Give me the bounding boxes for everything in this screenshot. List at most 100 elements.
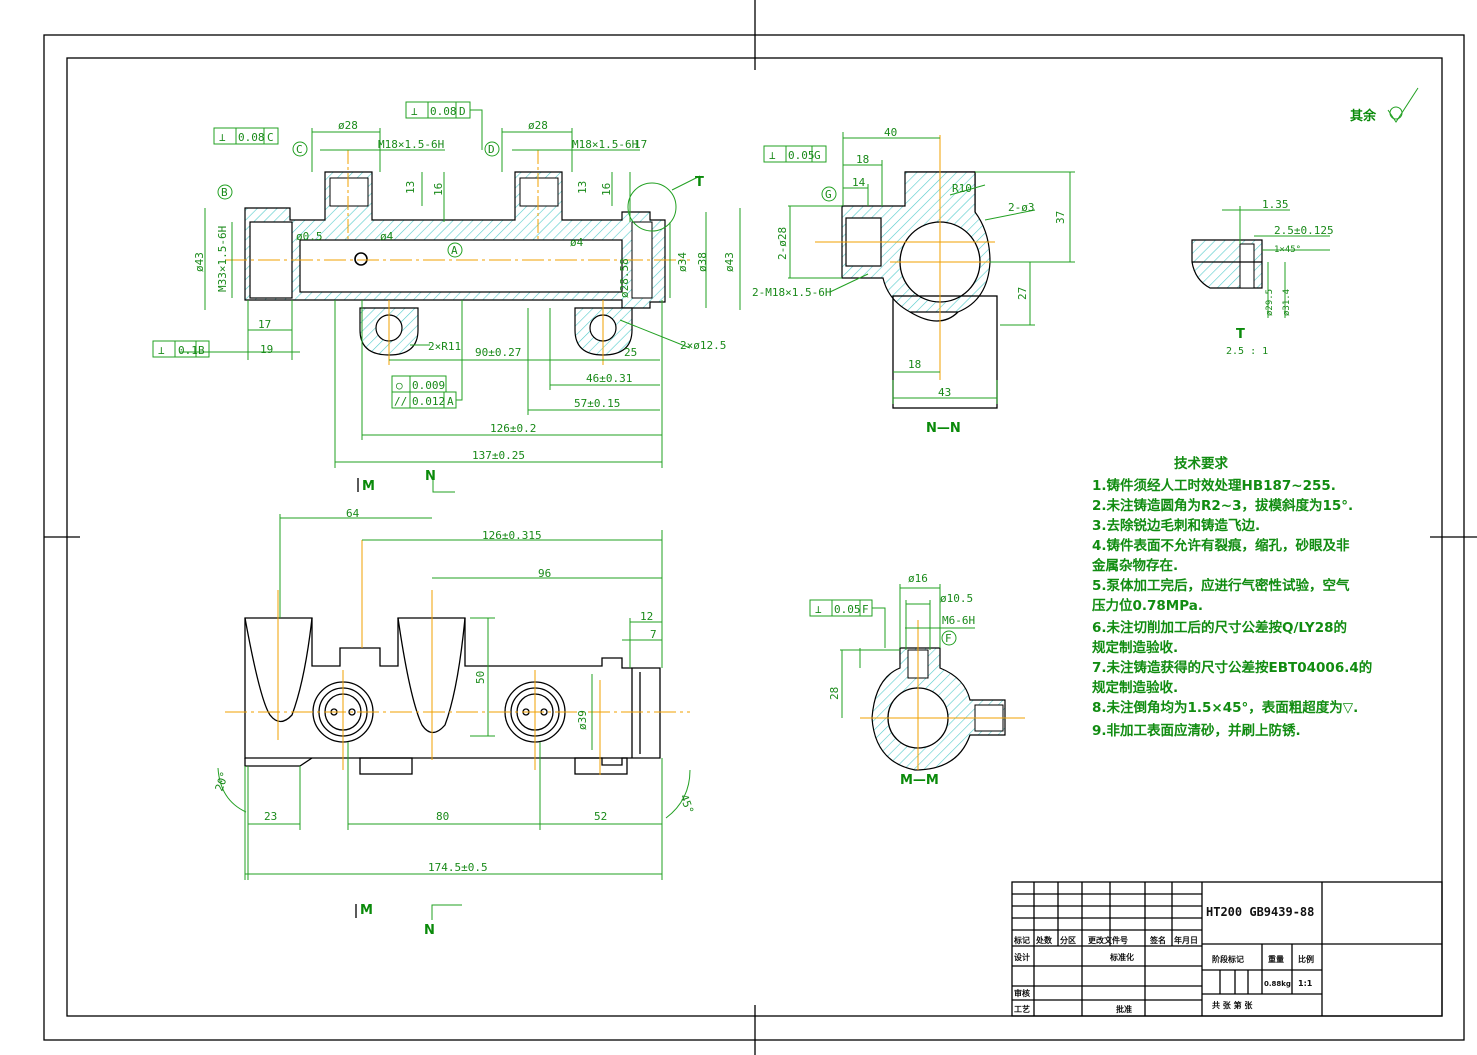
svg-text:金属杂物存在.: 金属杂物存在. — [1091, 557, 1178, 574]
tol-frame-g: ⊥ 0.05 G G — [763, 145, 837, 202]
svg-text:标记: 标记 — [1013, 935, 1030, 945]
svg-text:审核: 审核 — [1014, 988, 1030, 998]
svg-text:3.去除锐边毛刺和铸造飞边.: 3.去除锐边毛刺和铸造飞边. — [1092, 517, 1260, 534]
svg-text:6.未注切削加工后的尺寸公差按Q/LY28的: 6.未注切削加工后的尺寸公差按Q/LY28的 — [1092, 619, 1347, 636]
svg-text:ø16: ø16 — [908, 572, 928, 585]
main-view: T ⊥ — [152, 101, 741, 494]
svg-text:共 张 第 张: 共 张 第 张 — [1212, 1000, 1253, 1010]
svg-text:批准: 批准 — [1116, 1004, 1132, 1014]
svg-text:57±0.15: 57±0.15 — [574, 397, 620, 410]
svg-text:ø0.5: ø0.5 — [296, 230, 323, 243]
svg-text:F: F — [945, 632, 952, 645]
svg-text:M6-6H: M6-6H — [942, 614, 975, 627]
svg-text:137±0.25: 137±0.25 — [472, 449, 525, 462]
svg-text:ø43: ø43 — [193, 252, 206, 272]
tol-frame-round: ○ 0.009 // 0.012 A — [391, 300, 463, 409]
svg-text:174.5±0.5: 174.5±0.5 — [428, 861, 488, 874]
svg-text:G: G — [825, 188, 832, 201]
svg-text:比例: 比例 — [1298, 954, 1314, 964]
svg-text:0.08: 0.08 — [238, 131, 265, 144]
svg-text:90±0.27: 90±0.27 — [475, 346, 521, 359]
svg-text:D: D — [488, 143, 495, 156]
svg-text:2×ø12.5: 2×ø12.5 — [680, 339, 726, 352]
svg-text:8.未注倒角均为1.5×45°，表面粗超度为▽.: 8.未注倒角均为1.5×45°，表面粗超度为▽. — [1092, 699, 1358, 716]
svg-text:规定制造验收.: 规定制造验收. — [1092, 679, 1178, 696]
svg-text:50: 50 — [474, 671, 487, 684]
tol-frame-b: ⊥ 0.1 B — [152, 340, 210, 358]
svg-text:D: D — [459, 105, 466, 118]
svg-text:设计: 设计 — [1014, 952, 1030, 962]
nn-view: ⊥ 0.05 G G 40 18 14 R10 2-ø3 37 2-ø28 2-… — [752, 126, 1075, 436]
svg-text:2-ø3: 2-ø3 — [1008, 201, 1035, 214]
svg-text:⊥: ⊥ — [158, 344, 165, 357]
tol-frame-d: ⊥ 0.08 D — [405, 101, 483, 150]
svg-text:46±0.31: 46±0.31 — [586, 372, 632, 385]
svg-text:14: 14 — [852, 176, 866, 189]
svg-text:13: 13 — [576, 181, 589, 194]
svg-text:1×45°: 1×45° — [1274, 245, 1301, 255]
svg-text:2-ø28: 2-ø28 — [776, 227, 789, 260]
svg-text:0.05: 0.05 — [834, 603, 861, 616]
svg-text:N: N — [425, 469, 436, 484]
svg-text:重量: 重量 — [1268, 954, 1284, 964]
svg-text:16: 16 — [432, 183, 445, 196]
svg-text:126±0.315: 126±0.315 — [482, 529, 542, 542]
svg-text:B: B — [198, 344, 205, 357]
svg-text:N—N: N—N — [926, 421, 961, 436]
tol-frame-f: ⊥ 0.05 F — [809, 599, 873, 617]
svg-text:23: 23 — [264, 810, 277, 823]
roughness-note: 其余 — [1350, 87, 1419, 124]
svg-text:18: 18 — [856, 153, 869, 166]
svg-text:2.未注铸造圆角为R2~3，拔模斜度为15°.: 2.未注铸造圆角为R2~3，拔模斜度为15°. — [1092, 497, 1353, 514]
tol-frame-c: ⊥ 0.08 C — [213, 127, 279, 145]
svg-text:T: T — [1236, 327, 1245, 342]
svg-text:B: B — [221, 186, 228, 199]
svg-text:ø29.5: ø29.5 — [1265, 289, 1275, 316]
svg-text:HT200 GB9439-88: HT200 GB9439-88 — [1206, 905, 1314, 919]
svg-text:45°: 45° — [677, 793, 696, 816]
svg-text:64: 64 — [346, 507, 360, 520]
svg-text:C: C — [267, 131, 274, 144]
svg-text:0.05: 0.05 — [788, 149, 815, 162]
svg-text:37: 37 — [1054, 211, 1067, 224]
svg-text:80: 80 — [436, 810, 449, 823]
svg-text://: // — [394, 395, 407, 408]
svg-text:ø28: ø28 — [338, 119, 358, 132]
svg-text:43: 43 — [938, 386, 951, 399]
svg-text:4.铸件表面不允许有裂痕，缩孔，砂眼及非: 4.铸件表面不允许有裂痕，缩孔，砂眼及非 — [1092, 537, 1350, 554]
svg-text:ø43: ø43 — [723, 252, 736, 272]
svg-text:40: 40 — [884, 126, 897, 139]
svg-text:⊥: ⊥ — [815, 603, 822, 616]
svg-text:分区: 分区 — [1060, 935, 1076, 945]
svg-text:12: 12 — [640, 610, 653, 623]
svg-text:C: C — [296, 143, 303, 156]
bottom-view: 64 126±0.315 96 12 7 50 ø39 23 80 52 174… — [213, 507, 697, 938]
svg-text:ø34: ø34 — [676, 252, 689, 272]
svg-text:年月日: 年月日 — [1174, 935, 1198, 945]
svg-text:20°: 20° — [213, 770, 232, 793]
svg-text:1.35: 1.35 — [1262, 198, 1289, 211]
svg-text:规定制造验收.: 规定制造验收. — [1092, 639, 1178, 656]
svg-text:处数: 处数 — [1035, 935, 1053, 945]
svg-text:A: A — [451, 244, 458, 257]
svg-text:签名: 签名 — [1149, 935, 1166, 945]
svg-text:压力位0.78MPa.: 压力位0.78MPa. — [1092, 597, 1203, 614]
svg-text:0.009: 0.009 — [412, 379, 445, 392]
svg-text:17: 17 — [258, 318, 271, 331]
svg-text:ø28: ø28 — [528, 119, 548, 132]
svg-text:2-M18×1.5-6H: 2-M18×1.5-6H — [752, 286, 831, 299]
svg-text:9.非加工表面应清砂，并刷上防锈.: 9.非加工表面应清砂，并刷上防锈. — [1092, 722, 1301, 739]
svg-text:2×R11: 2×R11 — [428, 340, 461, 353]
svg-text:1.铸件须经人工时效处理HB187~255.: 1.铸件须经人工时效处理HB187~255. — [1092, 477, 1336, 494]
svg-text:标准化: 标准化 — [1109, 952, 1134, 962]
svg-text:技术要求: 技术要求 — [1174, 455, 1228, 472]
svg-text:其余: 其余 — [1350, 108, 1377, 124]
svg-text:5.泵体加工完后，应进行气密性试验，空气: 5.泵体加工完后，应进行气密性试验，空气 — [1092, 577, 1350, 594]
technical-requirements: 技术要求 1.铸件须经人工时效处理HB187~255. 2.未注铸造圆角为R2~… — [1091, 455, 1372, 739]
svg-text:0.88kg: 0.88kg — [1264, 980, 1291, 988]
svg-text:M18×1.5-6H: M18×1.5-6H — [378, 138, 444, 151]
svg-text:126±0.2: 126±0.2 — [490, 422, 536, 435]
svg-text:工艺: 工艺 — [1014, 1004, 1030, 1014]
svg-text:ø28.58: ø28.58 — [618, 258, 631, 298]
svg-text:ø31.4: ø31.4 — [1282, 289, 1292, 316]
